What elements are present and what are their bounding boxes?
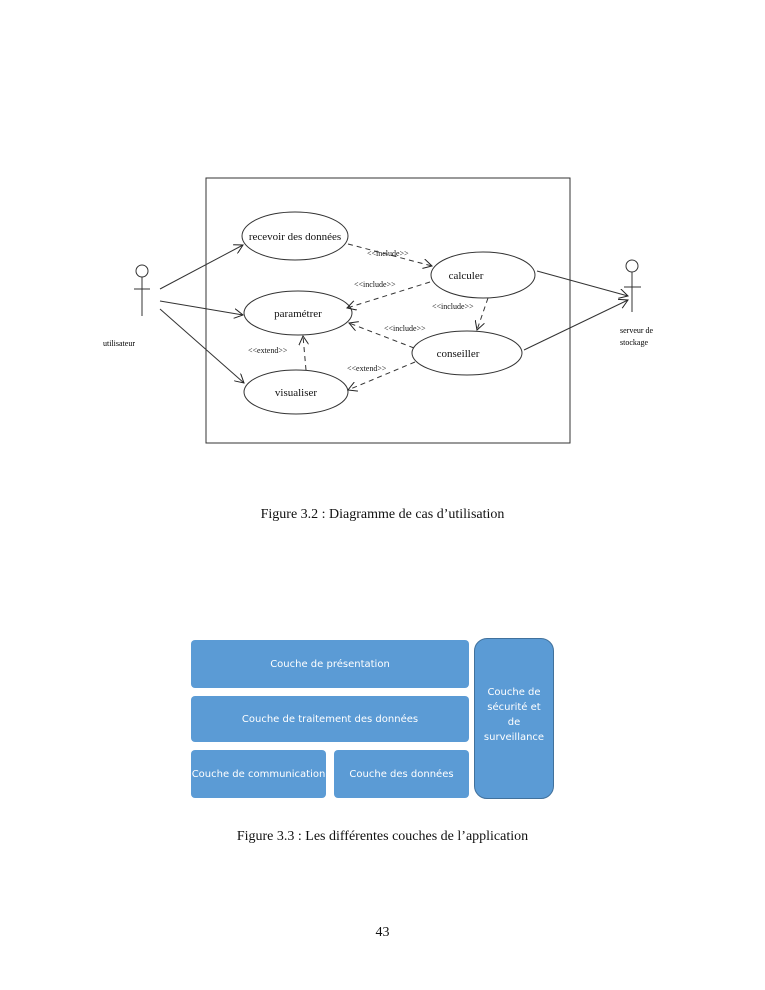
association-user-visualize — [159, 308, 244, 383]
figure-caption-3-3: Figure 3.3 : Les différentes couches de … — [236, 829, 529, 844]
layer-presentation: Couche de présentation — [191, 640, 469, 688]
use-case-advise-label: conseiller — [437, 348, 480, 360]
system-boundary — [205, 177, 571, 444]
extend-visualize-configure — [303, 336, 306, 371]
use-case-compute-label: calculer — [449, 270, 484, 282]
layer-data: Couche des données — [334, 750, 469, 798]
page-number: 43 — [375, 925, 390, 940]
actor-user-label: utilisateur — [103, 339, 135, 348]
include-label-4: <<include>> — [384, 324, 426, 333]
use-case-receive — [241, 211, 349, 261]
extend-label-2: <<extend>> — [347, 364, 387, 373]
include-advise-configure — [349, 323, 415, 349]
use-case-configure-label: paramétrer — [274, 308, 322, 320]
include-compute-advise — [477, 297, 489, 330]
association-advise-server — [523, 300, 628, 351]
layer-communication: Couche de communication — [191, 750, 326, 798]
include-compute-configure — [347, 281, 431, 308]
include-receive-compute — [347, 243, 432, 266]
actor-user — [134, 264, 150, 316]
figure-caption-3-2: Figure 3.2 : Diagramme de cas d’utilisat… — [260, 507, 505, 522]
use-case-advise — [411, 330, 523, 376]
use-case-visualize — [243, 369, 349, 415]
actor-server-label-2: stockage — [620, 338, 648, 347]
association-user-configure — [159, 300, 243, 315]
use-case-compute — [430, 251, 536, 299]
association-user-receive — [159, 245, 243, 290]
association-compute-server — [536, 270, 628, 296]
use-case-visualize-label: visualiser — [275, 387, 317, 399]
actor-server-label: serveur de — [620, 326, 654, 335]
layer-processing: Couche de traitement des données — [191, 696, 469, 742]
include-label-3: <<include>> — [432, 302, 474, 311]
include-label-2: <<include>> — [354, 280, 396, 289]
layer-security: Couche de sécurité et de surveillance — [474, 638, 554, 799]
extend-label-1: <<extend>> — [248, 346, 288, 355]
use-case-diagram: utilisateur serveur de stockage recevoir… — [103, 177, 654, 444]
actor-server — [624, 259, 641, 312]
use-case-receive-label: recevoir des données — [249, 231, 341, 243]
extend-advise-visualize — [348, 361, 416, 390]
include-label-1: <<include>> — [367, 249, 409, 258]
